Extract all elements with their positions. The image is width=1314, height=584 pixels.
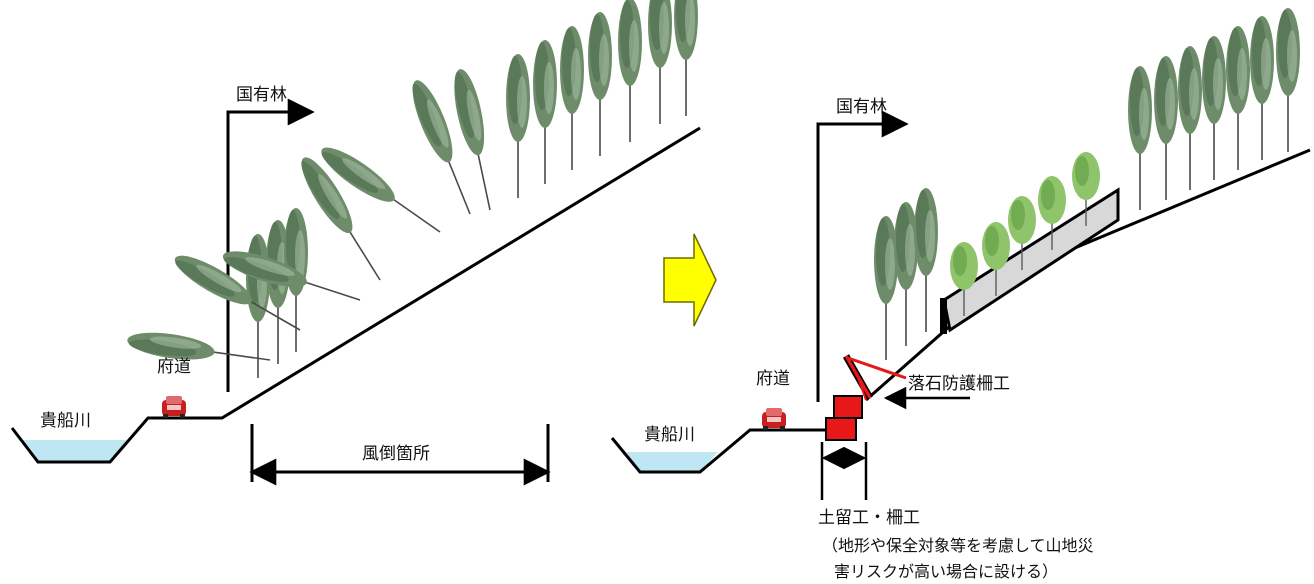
river-water-right	[626, 452, 718, 472]
right-panel: 貴船川 府道 国有林 落石防護柵工 土留工・柵工 （地形や保全対象等を考慮して山…	[610, 7, 1311, 581]
car-icon	[762, 408, 786, 430]
road-label-left: 府道	[157, 357, 191, 377]
retaining-block-lower	[825, 417, 857, 441]
right-arrow-icon	[663, 233, 717, 327]
road-label-right: 府道	[756, 369, 790, 389]
retaining-works-label: 土留工・柵工	[818, 508, 920, 528]
replanted-net-area	[942, 187, 1120, 333]
rockfall-fence	[842, 354, 907, 401]
ground-profile-right	[610, 428, 826, 474]
net-post	[940, 298, 947, 334]
forest-label-right: 国有林	[836, 97, 887, 117]
note-line-2: 害リスクが高い場合に設ける）	[834, 562, 1058, 581]
river-label-right: 貴船川	[644, 425, 695, 445]
forest-label-left: 国有林	[236, 85, 287, 105]
ground-profile-left	[10, 126, 701, 464]
rockfall-fence-label: 落石防護柵工	[908, 374, 1010, 394]
car-icon	[162, 396, 186, 418]
river-water-left	[22, 440, 130, 462]
note-line-1: （地形や保全対象等を考慮して山地災	[822, 536, 1094, 555]
left-panel: 貴船川 府道 国有林 風倒箇所	[10, 0, 701, 486]
forest-boundary-arrow-right	[816, 110, 909, 402]
river-label-left: 貴船川	[40, 411, 91, 431]
fallen-trees-left	[124, 65, 503, 373]
windthrow-label: 風倒箇所	[362, 444, 430, 464]
retaining-block-upper	[833, 395, 863, 419]
